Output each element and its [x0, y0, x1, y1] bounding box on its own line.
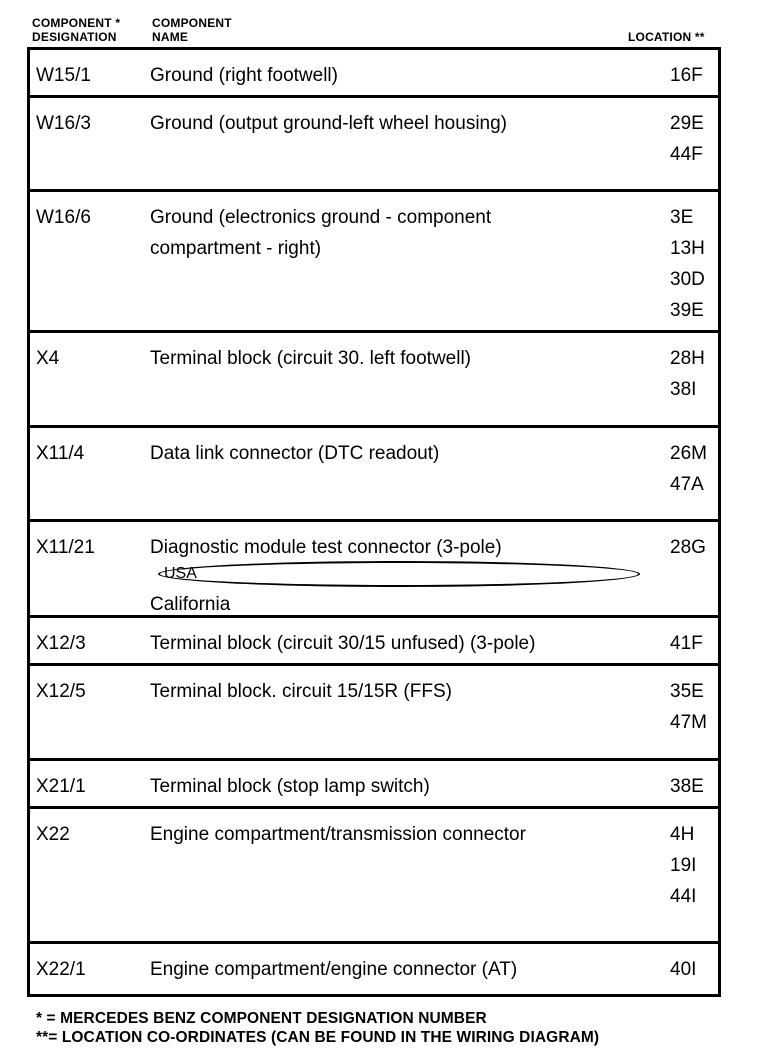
component-name: Ground (output ground-left wheel housing… [150, 108, 640, 139]
designation-header: COMPONENT * DESIGNATION [32, 16, 120, 44]
footnote-designation: * = MERCEDES BENZ COMPONENT DESIGNATION … [36, 1010, 487, 1027]
location-code: 4H [670, 824, 695, 845]
location-code: 16F [670, 65, 703, 86]
component-designation: W15/1 [36, 65, 91, 86]
location-code: 28H [670, 348, 705, 369]
location-code: 44F [670, 144, 703, 165]
location-coordinates: 40I [670, 954, 716, 985]
designation-header-line2: DESIGNATION [32, 30, 117, 44]
location-code: 26M [670, 443, 707, 464]
location-code: 29E [670, 113, 704, 134]
location-code: 3E [670, 207, 694, 228]
table-row: X21/1 Terminal block (stop lamp switch) 38… [30, 761, 718, 809]
table-row: X22/1 Engine compartment/engine connector… [30, 944, 718, 994]
component-name-line: Diagnostic module test connector (3-pole… [150, 532, 640, 589]
component-name: Terminal block. circuit 15/15R (FFS) [150, 676, 640, 707]
component-designation: X11/4 [36, 443, 85, 464]
component-name-line: Terminal block (circuit 30/15 unfused) (… [150, 633, 536, 654]
footnote-location: **= LOCATION CO-ORDINATES (CAN BE FOUND … [36, 1029, 600, 1046]
component-name: Diagnostic module test connector (3-pole… [150, 532, 640, 620]
component-name-line: California [150, 594, 231, 615]
table-row: X22 Engine compartment/transmission conne… [30, 809, 718, 944]
table-row: W15/1 Ground (right footwell) 16F [30, 50, 718, 98]
location-coordinates: 38E [670, 771, 716, 802]
location-coordinates: 16F [670, 60, 716, 91]
designation-header-line1: COMPONENT * [32, 16, 121, 30]
table-row: X11/21 Diagnostic module test connector (… [30, 522, 718, 618]
component-name-line: Ground (electronics ground - component [150, 207, 492, 228]
table-row: X12/5 Terminal block. circuit 15/15R (FFS… [30, 666, 718, 761]
component-name-text: Diagnostic module test connector (3-pole… [150, 537, 502, 558]
component-name-line: compartment - right) [150, 238, 322, 259]
location-code: 28G [670, 537, 706, 558]
name-header-line2: NAME [152, 30, 189, 44]
component-name-line: Terminal block. circuit 15/15R (FFS) [150, 681, 452, 702]
location-code: 38E [670, 776, 704, 797]
location-code: 39E [670, 300, 704, 321]
location-header: LOCATION ** [628, 30, 705, 44]
location-code: 44I [670, 886, 697, 907]
component-name-line: Engine compartment/engine connector (AT) [150, 959, 518, 980]
component-name-line: Engine compartment/transmission connecto… [150, 824, 526, 845]
table-row: X4 Terminal block (circuit 30. left footw… [30, 333, 718, 428]
location-code: 40I [670, 959, 697, 980]
table-row: W16/6 Ground (electronics ground - compon… [30, 192, 718, 333]
component-name: Engine compartment/engine connector (AT) [150, 954, 640, 985]
location-coordinates: 4H 19I 44I [670, 819, 716, 912]
usa-badge: USA [158, 561, 640, 587]
location-coordinates: 28G [670, 532, 716, 563]
location-code: 38I [670, 379, 697, 400]
component-name: Ground (right footwell) [150, 60, 640, 91]
component-name-line: Data link connector (DTC readout) [150, 443, 440, 464]
name-header: COMPONENT NAME [152, 16, 232, 44]
component-name-line: Ground (output ground-left wheel housing… [150, 113, 508, 134]
table-row: X12/3 Terminal block (circuit 30/15 unfus… [30, 618, 718, 666]
component-name-line: Terminal block (stop lamp switch) [150, 776, 430, 797]
component-name: Terminal block (stop lamp switch) [150, 771, 640, 802]
component-name: Ground (electronics ground - component co… [150, 202, 640, 264]
component-designation: X12/5 [36, 681, 86, 702]
name-header-line1: COMPONENT [152, 16, 232, 30]
location-code: 41F [670, 633, 703, 654]
component-designation: W16/6 [36, 207, 91, 228]
location-coordinates: 3E 13H 30D 39E [670, 202, 716, 326]
component-designation: X11/21 [36, 537, 95, 558]
component-designation: X12/3 [36, 633, 86, 654]
component-designation: X22/1 [36, 959, 86, 980]
location-code: 47M [670, 712, 707, 733]
table-row: X11/4 Data link connector (DTC readout) 26… [30, 428, 718, 522]
component-name-line: Terminal block (circuit 30. left footwel… [150, 348, 471, 369]
location-code: 30D [670, 269, 705, 290]
component-designation: W16/3 [36, 113, 91, 134]
component-name-line: Ground (right footwell) [150, 65, 338, 86]
component-name: Terminal block (circuit 30. left footwel… [150, 343, 640, 374]
component-name: Terminal block (circuit 30/15 unfused) (… [150, 628, 640, 659]
component-designation: X22 [36, 824, 70, 845]
location-code: 19I [670, 855, 697, 876]
location-coordinates: 41F [670, 628, 716, 659]
location-code: 47A [670, 474, 704, 495]
location-code: 35E [670, 681, 704, 702]
location-code: 13H [670, 238, 705, 259]
table-row: W16/3 Ground (output ground-left wheel ho… [30, 98, 718, 192]
component-name: Engine compartment/transmission connecto… [150, 819, 640, 850]
component-designation: X4 [36, 348, 60, 369]
component-name: Data link connector (DTC readout) [150, 438, 640, 469]
component-designation: X21/1 [36, 776, 86, 797]
